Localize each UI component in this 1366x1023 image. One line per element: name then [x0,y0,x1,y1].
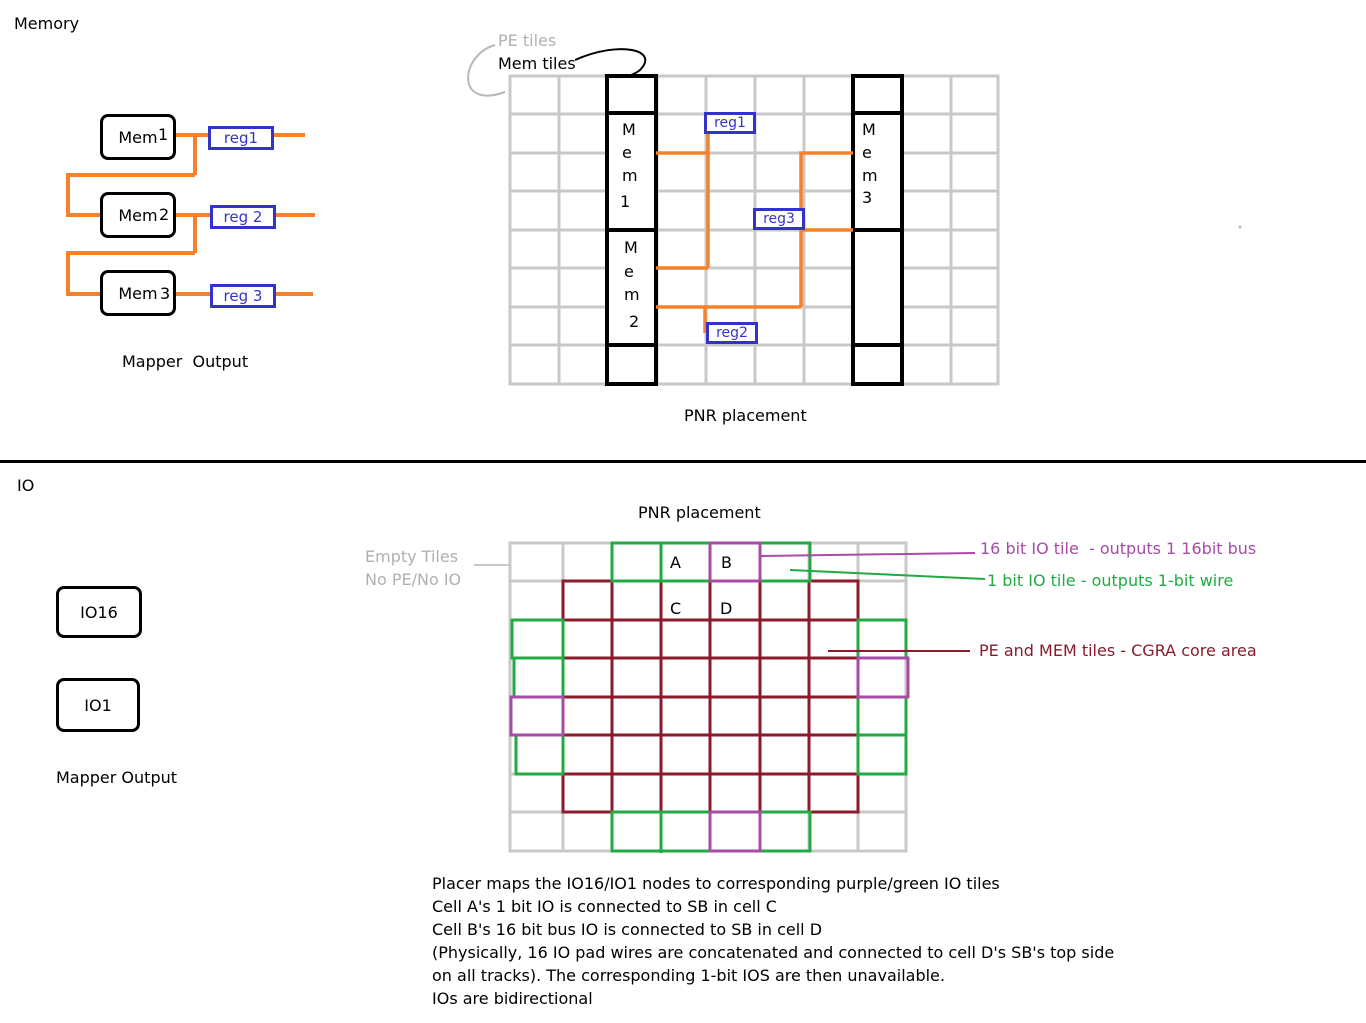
io1-leader [789,569,986,580]
empty-tiles-legend-line1: Empty Tiles [365,547,459,566]
cell-a-label: A [670,553,681,572]
memory-pnr-wires [656,128,853,333]
mapper-mem1-label: Mem [118,127,158,147]
mem1-letter: M [622,120,636,139]
legend-pointer-curve [574,48,647,79]
io16-legend: 16 bit IO tile - outputs 1 16bit bus [980,539,1257,558]
cgra-core-area [561,579,860,814]
mapper-mem1-box: Mem [100,114,176,160]
mapper-reg3: reg 3 [210,284,276,308]
io16-tiles [509,541,910,853]
pnr-reg2: reg2 [706,322,758,344]
io-note-line: (Physically, 16 IO pad wires are concate… [432,943,1115,962]
io-section-title: IO [17,476,35,495]
io-pnr-caption: PNR placement [638,503,761,522]
mapper-reg2: reg 2 [210,205,276,229]
mapper-mem2-box: Mem [100,192,176,238]
cell-c-label: C [670,599,682,618]
mapper-mem3-num: 3 [160,284,171,303]
mem3-letter: 3 [862,188,873,207]
io-note-line: IOs are bidirectional [432,989,593,1008]
core-legend: PE and MEM tiles - CGRA core area [979,641,1257,660]
mem1-letter: 1 [620,192,631,211]
mapper-mem2-num: 2 [159,205,170,224]
empty-tiles-legend-line2: No PE/No IO [365,570,462,589]
io1-legend: 1 bit IO tile - outputs 1-bit wire [987,571,1234,590]
section-divider [0,460,1366,463]
io-note-line: Placer maps the IO16/IO1 nodes to corres… [432,874,1000,893]
mem2-letter: e [624,262,634,281]
mapper-reg1: reg1 [208,126,274,150]
mem3-letter: m [862,166,878,185]
io-note-line: on all tracks). The corresponding 1-bit … [432,966,945,985]
io16-leader [759,552,976,557]
mem2-letter: M [624,238,638,257]
io-note-line: Cell B's 16 bit bus IO is connected to S… [432,920,823,939]
mapper-io16-label: IO16 [80,602,118,622]
memory-pnr-caption: PNR placement [684,406,807,425]
mapper-io1-label: IO1 [84,695,112,715]
mem3-letter: M [862,120,876,139]
mem1-letter: e [622,143,632,162]
cell-d-label: D [720,599,733,618]
mapper-mem3-label: Mem [118,283,158,303]
mapper-mem1-num: 1 [158,125,169,144]
pnr-reg3: reg3 [753,208,805,230]
mem-tiles-legend: Mem tiles [498,54,576,73]
mem3-letter: e [862,143,872,162]
mapper-mem2-label: Mem [118,205,158,225]
io-mapper-caption: Mapper Output [56,768,178,787]
mapper-output-caption: Mapper Output [122,352,249,371]
legend-pointer-curve-grey [467,44,506,97]
stray-dot [1238,225,1242,229]
mapper-io16-box: IO16 [56,586,142,638]
io-note-line: Cell A's 1 bit IO is connected to SB in … [432,897,777,916]
mapper-io1-box: IO1 [56,678,140,732]
mem2-letter: 2 [629,312,640,331]
cell-b-label: B [721,553,732,572]
mem2-letter: m [624,285,640,304]
pe-tiles-legend: PE tiles [498,31,557,50]
pnr-reg1: reg1 [704,112,756,134]
mapper-mem3-box: Mem [100,270,176,316]
memory-section-title: Memory [14,14,80,33]
mem1-letter: m [622,166,638,185]
mem-tile-columns [605,74,904,386]
